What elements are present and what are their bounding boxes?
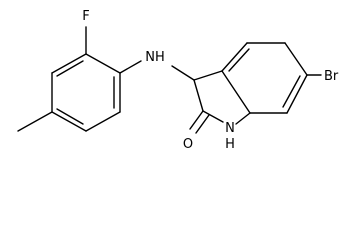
aryl-ring	[51, 53, 121, 132]
bond-c6-c7	[286, 74, 308, 114]
benzo-ring	[221, 42, 308, 114]
chemical-structure: F NH O N H Br	[17, 9, 339, 152]
bond-c5-c6	[284, 42, 308, 76]
carbonyl-oxygen-label: O	[183, 137, 193, 152]
bond-nh-c3	[171, 65, 195, 81]
bond	[85, 53, 121, 74]
carbonyl-bond	[189, 110, 204, 130]
methyl-bond	[17, 111, 53, 132]
bond-n1-c7a	[235, 112, 251, 125]
lactam-ring	[193, 70, 251, 125]
aromatic-double-bond	[282, 75, 301, 108]
aromatic-double-bond	[56, 108, 84, 125]
bond	[51, 53, 87, 74]
amine-nh-label: NH	[145, 50, 165, 65]
bromine-atom-label: Br	[324, 69, 339, 84]
aromatic-double-bond	[56, 60, 84, 77]
indole-h-label: H	[225, 137, 235, 152]
bond-c3-c3a	[193, 70, 223, 81]
bond	[51, 111, 87, 132]
aromatic-double-bond	[228, 48, 250, 72]
carbonyl-double-bond	[195, 114, 210, 134]
bond-c3a-c7a	[221, 70, 251, 114]
bond-c3-c2	[193, 79, 204, 112]
indole-n-label: N	[225, 121, 235, 136]
bond	[85, 111, 121, 132]
bond-c3a-c4	[221, 42, 248, 72]
bond-aryl-nh	[119, 60, 142, 74]
bond-c2-n1	[202, 110, 224, 123]
fluorine-atom-label: F	[82, 9, 89, 24]
